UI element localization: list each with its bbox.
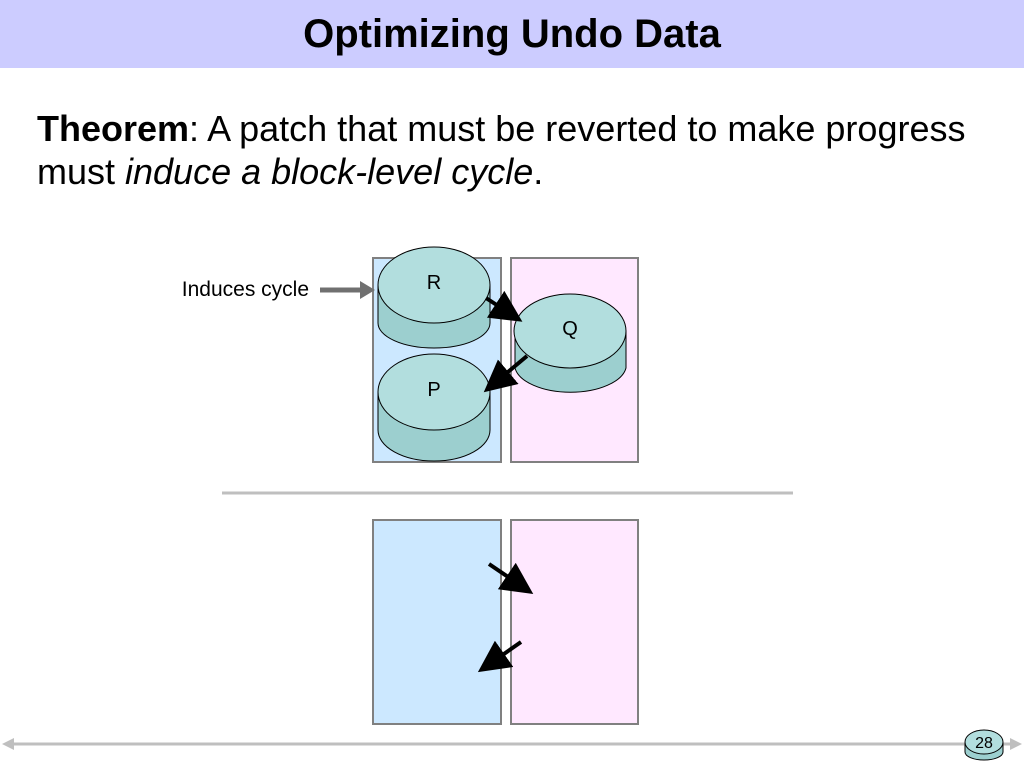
induces-cycle-arrowhead [360,281,375,299]
arrow-q-to-p [483,354,529,393]
block-right-lower [510,519,639,725]
arrow-lower-right [487,562,534,594]
patch-q-label: Q [562,318,578,340]
patch-q: Q [513,293,627,393]
page-number: 28 [975,735,993,752]
block-left-lower [372,519,502,725]
title-bar: Optimizing Undo Data [0,0,1024,68]
patch-r-label: R [427,272,441,294]
theorem-emphasis: induce a block-level cycle [125,151,534,192]
patch-p-label: P [427,379,440,401]
theorem-label: Theorem [37,108,190,149]
arrow-r-to-q [484,290,523,322]
nav-left-arrowhead[interactable] [2,738,14,750]
arrow-lower-left [477,640,523,673]
patch-p: P [377,353,491,462]
theorem-statement: Theorem: A patch that must be reverted t… [37,107,977,193]
page-number-badge: 28 [964,729,1004,761]
patch-r: R [377,246,491,349]
nav-right-arrowhead[interactable] [1010,738,1022,750]
theorem-end: . [533,151,544,192]
slide-title: Optimizing Undo Data [303,11,721,56]
induces-cycle-label: Induces cycle [182,278,309,301]
theorem-text: A patch that must be reverted to make pr… [37,108,966,192]
theorem-separator: : [189,108,208,149]
